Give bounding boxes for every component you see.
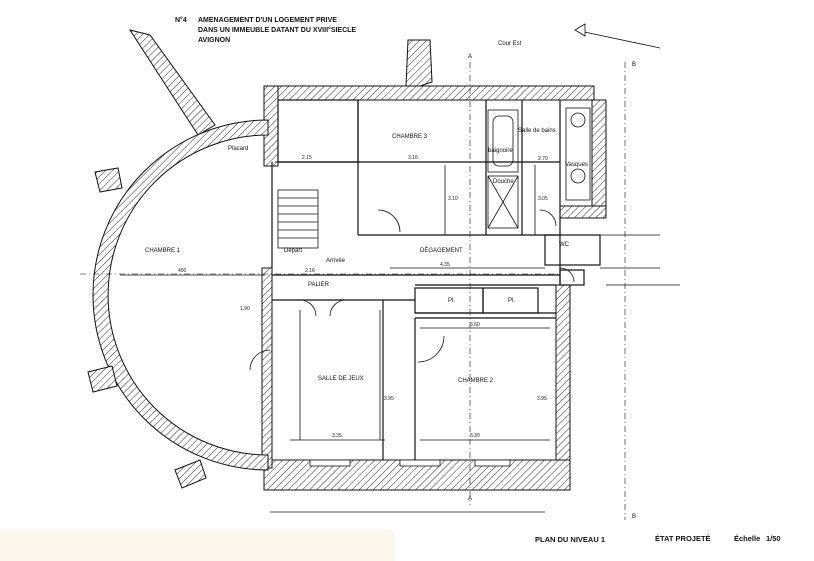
footer-scale: 1/50 xyxy=(766,534,781,543)
footer: PLAN DU NIVEAU 1 ÉTAT PROJETÉ Échelle 1/… xyxy=(535,534,781,544)
walls xyxy=(128,29,607,491)
dim-chambre3-width: 3.16 xyxy=(408,155,418,161)
room-chambre-2: CHAMBRE 2 xyxy=(458,378,494,384)
room-degagement: DÉGAGEMENT xyxy=(420,247,463,254)
dim-chambre2-depth: 3.95 xyxy=(537,396,547,402)
dim-bath-width: 2.70 xyxy=(538,156,548,162)
dim-chambre1-width: 400 xyxy=(178,268,187,274)
tower-wall xyxy=(87,119,269,489)
dimension-values: 400 4.35 2.15 3.16 3.60 3.35 3.30 2.16 3… xyxy=(178,155,548,439)
section-markers: A A B B xyxy=(468,54,636,520)
paper-corner-shade xyxy=(0,530,395,561)
footer-echelle: Échelle xyxy=(734,534,760,543)
room-salle-de-bains: Salle de bains xyxy=(518,128,556,134)
section-a-top: A xyxy=(468,54,472,60)
title-line-3: AVIGNON xyxy=(198,37,230,44)
dim-chambre2-width: 3.30 xyxy=(470,433,480,439)
label-baignoire: baignoire xyxy=(488,148,513,154)
dim-bath-depth: 3.05 xyxy=(538,196,548,202)
room-palier: PALIER xyxy=(308,282,330,288)
dimension-lines xyxy=(120,161,560,441)
label-placard-1: Pl. xyxy=(448,298,455,304)
section-lines xyxy=(80,62,626,520)
title-line-1: AMENAGEMENT D'UN LOGEMENT PRIVE xyxy=(198,17,337,24)
room-salle-de-jeux: SALLE DE JEUX xyxy=(318,376,364,382)
label-douche: Douche xyxy=(493,179,514,185)
title-line-2: DANS UN IMMEUBLE DATANT DU XVIII°SIECLE xyxy=(198,26,356,34)
dim-salle-jeux-width: 3.35 xyxy=(332,433,342,439)
dim-placard: 2.15 xyxy=(302,155,312,161)
room-chambre-1: CHAMBRE 1 xyxy=(145,248,181,254)
label-depart: Départ xyxy=(284,248,302,254)
room-chambre-3: CHAMBRE 3 xyxy=(392,134,428,140)
room-wc: WC xyxy=(559,242,570,248)
dim-chambre3-depth: 3.10 xyxy=(448,196,458,202)
dim-chambre2-top: 3.60 xyxy=(470,322,480,328)
dim-degagement-length: 4.35 xyxy=(440,262,450,268)
plan-number: N°4 xyxy=(175,16,187,24)
north-arrow-icon xyxy=(574,23,661,49)
courtyard-label: Cour Est xyxy=(498,41,522,47)
footer-etat: ÉTAT PROJETÉ xyxy=(655,534,711,543)
dim-salle-jeux-depth: 3.95 xyxy=(384,396,394,402)
section-a-bottom: A xyxy=(468,496,472,502)
label-arrivee: Arrivée xyxy=(326,258,346,264)
dim-palier: 2.16 xyxy=(305,268,315,274)
dim-wall: 1.90 xyxy=(240,306,250,312)
section-b-top: B xyxy=(632,62,636,68)
section-b-bottom: B xyxy=(632,514,636,520)
label-placard: Placard xyxy=(228,146,248,152)
title-block: N°4 AMENAGEMENT D'UN LOGEMENT PRIVE DANS… xyxy=(175,16,356,44)
footer-plan-title: PLAN DU NIVEAU 1 xyxy=(535,535,605,544)
room-labels: CHAMBRE 1 CHAMBRE 2 CHAMBRE 3 SALLE DE J… xyxy=(145,128,588,384)
label-vasques: Vasques xyxy=(565,162,588,168)
label-placard-2: Pl. xyxy=(508,298,515,304)
